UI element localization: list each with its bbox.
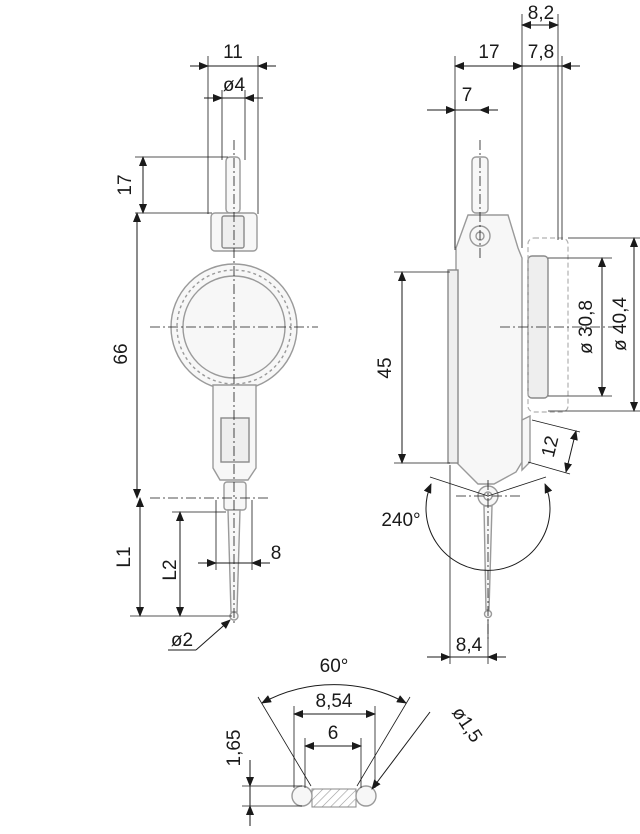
detail-span-label: 8,54 — [316, 691, 353, 712]
side-height-label: 45 — [375, 357, 396, 378]
detail-ball-right — [355, 785, 377, 807]
detail-view: 60° 8,54 6 1,65 ø1,5 — [224, 656, 486, 826]
side-view: 8,2 17 7,8 7 ø 30,8 — [375, 3, 640, 664]
detail-ball-diameter-label: ø1,5 — [447, 703, 486, 746]
dim-side-clamp: 12 — [527, 419, 581, 475]
side-dial-outer-label: ø 40,4 — [610, 297, 631, 351]
detail-angle-label: 60° — [320, 656, 349, 677]
dim-side-dial-outer: ø 40,4 — [548, 237, 640, 412]
dim-side-tip-offset: 8,4 — [427, 465, 506, 664]
side-swivel-angle-label: 240° — [381, 510, 420, 531]
side-stem-offset-label: 7 — [462, 85, 473, 106]
dim-front-ball-diameter: ø2 — [168, 619, 231, 651]
side-depth-total-label: 8,2 — [528, 3, 554, 24]
dim-side-offset: 17 7,8 — [454, 42, 580, 248]
dim-side-height: 45 — [375, 271, 450, 464]
front-ball-diameter-label: ø2 — [171, 630, 193, 651]
dim-detail-height: 1,65 — [224, 730, 302, 826]
front-stem — [225, 156, 241, 214]
dim-side-stem-offset: 7 — [427, 85, 498, 250]
dim-front-body-length: 66 — [111, 212, 141, 499]
front-stem-diameter-label: ø4 — [223, 75, 246, 96]
front-clamp-slot — [221, 215, 245, 249]
front-l1-label: L1 — [114, 546, 135, 567]
front-tip-offset-label: 8 — [271, 543, 282, 564]
dim-front-tip-offset: 8 — [198, 500, 281, 570]
side-offset-label: 17 — [478, 42, 499, 63]
side-clamp-label: 12 — [538, 434, 563, 460]
front-l2-label: L2 — [160, 559, 181, 580]
dim-detail-angle: 60° — [257, 656, 411, 787]
side-clamp-tab — [521, 414, 531, 472]
dim-detail-ball-diameter: ø1,5 — [371, 703, 486, 790]
dim-front-width: 11 — [190, 42, 276, 214]
dim-side-dial-inner: ø 30,8 — [548, 257, 612, 397]
dim-detail-inner-span: 6 — [304, 723, 362, 788]
front-width-label: 11 — [223, 42, 243, 63]
front-stem-length-label: 17 — [115, 174, 136, 195]
side-tip-offset-label: 8,4 — [456, 635, 483, 656]
front-view: 11 ø4 17 66 L1 — [111, 42, 318, 651]
dim-detail-span: 8,54 — [293, 691, 376, 788]
detail-height-label: 1,65 — [224, 730, 245, 767]
dim-side-swivel-angle: 240° — [381, 476, 553, 571]
side-back-plate — [447, 269, 459, 464]
side-dial-inner-label: ø 30,8 — [576, 300, 597, 354]
detail-ball-left — [291, 785, 313, 807]
dim-front-l2: L2 — [160, 511, 226, 617]
dim-side-depth-total: 8,2 — [521, 3, 559, 248]
dim-front-l1: L1 — [114, 497, 232, 617]
detail-hatched-base — [311, 788, 357, 808]
side-indicator-body — [447, 156, 569, 619]
front-lever-holder — [223, 481, 247, 511]
front-lower-window — [220, 417, 250, 463]
front-body-length-label: 66 — [111, 343, 132, 364]
dim-front-stem-length: 17 — [115, 156, 228, 214]
side-depth-inner-label: 7,8 — [528, 42, 554, 63]
dim-front-stem-diameter: ø4 — [204, 75, 263, 160]
detail-inner-span-label: 6 — [328, 723, 339, 744]
side-housing — [455, 214, 523, 485]
